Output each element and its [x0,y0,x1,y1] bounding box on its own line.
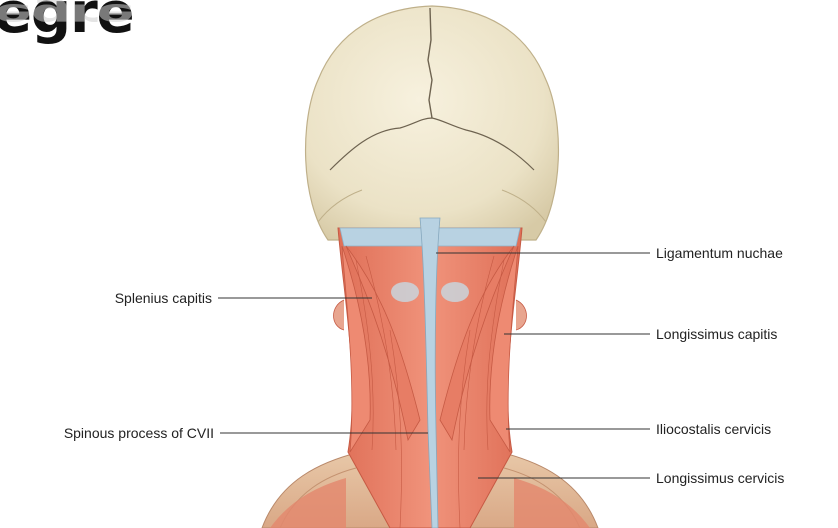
label-iliocostalis-cervicis: Iliocostalis cervicis [656,421,771,437]
skull [306,6,559,240]
label-splenius-capitis: Splenius capitis [115,290,212,306]
label-ligamentum-nuchae: Ligamentum nuchae [656,245,783,261]
label-longissimus-capitis: Longissimus capitis [656,326,777,342]
label-longissimus-cervicis: Longissimus cervicis [656,470,784,486]
label-spinous-process-cvii: Spinous process of CVII [64,425,214,441]
